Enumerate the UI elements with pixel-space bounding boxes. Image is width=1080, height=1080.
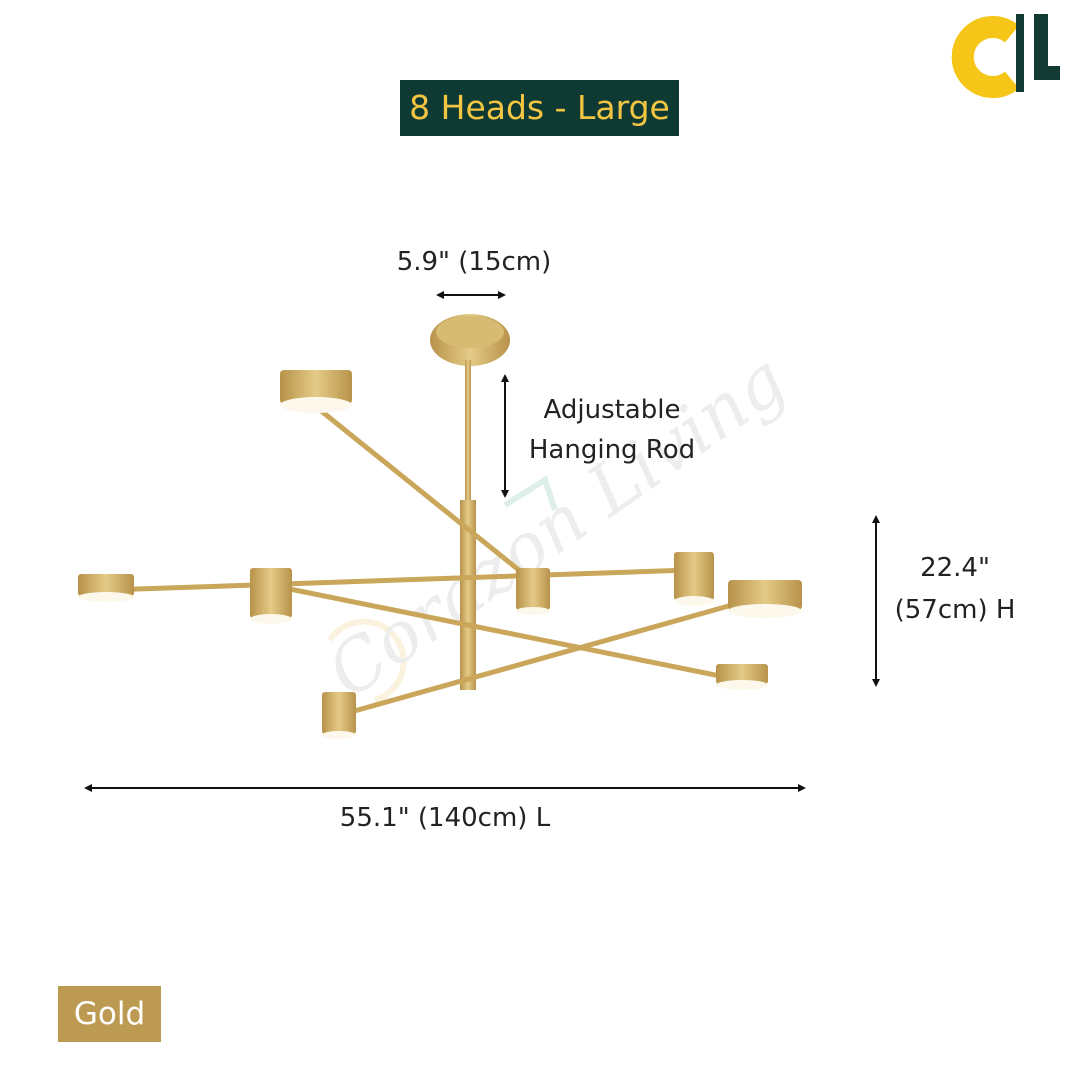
height-label-line1: 22.4" — [920, 553, 990, 583]
rod-label-line2: Hanging Rod — [528, 435, 696, 465]
color-option-badge: Gold — [58, 986, 161, 1042]
height-label-line2: (57cm) H — [894, 595, 1016, 625]
canopy-width-label: 5.9" (15cm) — [396, 247, 552, 277]
rod-label-line1: Adjustable — [543, 395, 681, 425]
length-label: 55.1" (140cm) L — [339, 803, 551, 833]
title-banner: 8 Heads - Large — [400, 80, 679, 136]
